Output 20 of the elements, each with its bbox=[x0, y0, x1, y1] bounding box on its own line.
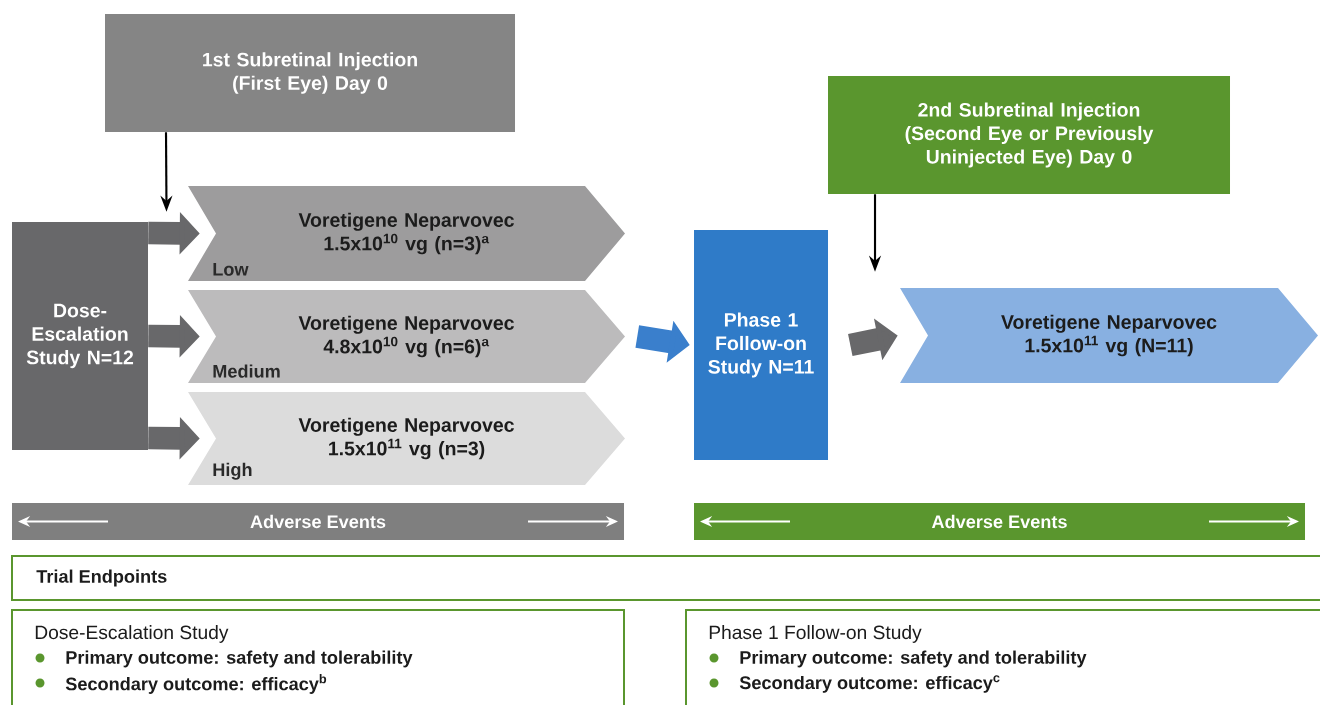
injection-box: 2nd Subretinal Injection (Second Eye or Previously Uninjected Eye) Day 0 bbox=[828, 76, 1230, 194]
outcome-text: Secondary outcome: efficacy$^{b}$ bbox=[65, 674, 327, 694]
dose-band: Voretigene Neparvovec 4.8x10$^{10}$ vg (n=6)$^{a}$ Medium bbox=[188, 290, 625, 383]
outcome-text: Primary outcome: safety and tolerability bbox=[740, 650, 1087, 668]
endpoints-header bbox=[11, 555, 1320, 601]
endpoints-heading: Phase 1 Follow-on Study bbox=[709, 625, 922, 643]
injection-box: 1st Subretinal Injection (First Eye) Day 0 bbox=[105, 14, 515, 132]
endpoints-box bbox=[685, 609, 1320, 705]
dose-band: Voretigene Neparvovec 1.5x10$^{11}$ vg (N=11) bbox=[900, 288, 1318, 383]
outcome-text: Primary outcome: safety and tolerability bbox=[66, 650, 413, 668]
adverse-events-bar: Adverse Events bbox=[12, 503, 624, 540]
header-text: Trial Endpoints bbox=[36, 569, 167, 587]
dose-band: Voretigene Neparvovec 1.5x10$^{11}$ vg (n=3) High bbox=[188, 392, 625, 485]
outcome-text: Secondary outcome: efficacy$^{c}$ bbox=[739, 675, 1000, 693]
endpoints-box bbox=[11, 609, 625, 705]
dose-band: Voretigene Neparvovec 1.5x10$^{10}$ vg (n=3)$^{a}$ Low bbox=[188, 186, 625, 281]
adverse-events-bar: Adverse Events bbox=[694, 503, 1305, 540]
endpoints-heading: Dose-Escalation Study bbox=[35, 625, 229, 643]
study-box: Phase 1 Follow-on Study N=11 bbox=[694, 230, 828, 460]
study-box: Dose-Escalation Study N=12 bbox=[12, 222, 148, 450]
